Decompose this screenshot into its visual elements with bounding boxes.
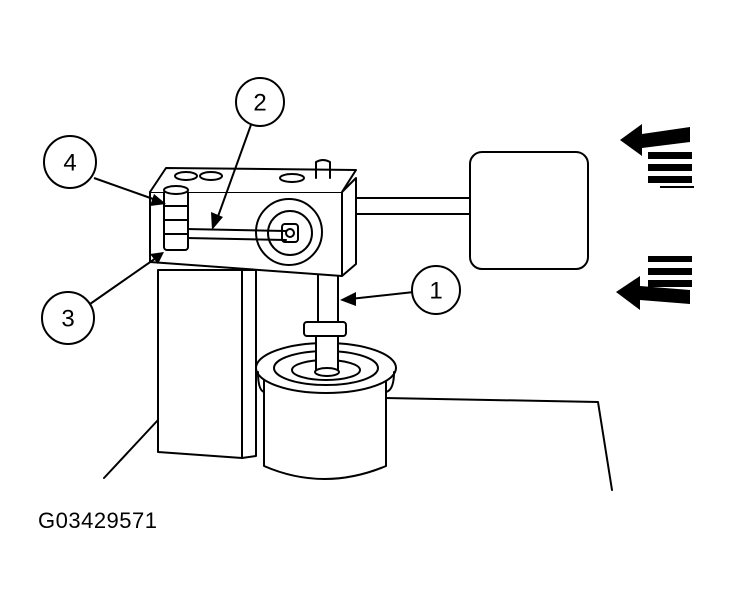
housing-top-post [315, 159, 331, 179]
support-column [157, 269, 257, 459]
leader-line-4 [93, 177, 157, 201]
leader-line-2 [215, 121, 253, 223]
callout-4-label: 4 [63, 150, 76, 177]
callout-1-label: 1 [429, 278, 442, 305]
handle-shaft [355, 197, 471, 215]
weight-block [469, 151, 589, 270]
callout-2-balloon [235, 77, 285, 127]
callout-3-label: 3 [61, 306, 74, 333]
leader-line-3 [89, 257, 157, 305]
callout-2-label: 2 [253, 90, 266, 117]
leader-line-1 [349, 291, 415, 300]
callout-3-balloon [41, 291, 95, 345]
rotor-disk [255, 198, 323, 266]
pin-stack [163, 185, 189, 251]
callout-4-balloon [43, 135, 97, 189]
figure-id: G03429571 [38, 508, 158, 533]
leader-arrowhead-1-icon [340, 292, 356, 306]
bench-line-left [103, 419, 159, 479]
leader-arrowhead-2-icon [211, 212, 223, 230]
leader-arrowhead-3-icon [150, 252, 164, 264]
bench-line-right [384, 397, 613, 491]
rotation-arrow-bottom-icon [616, 256, 692, 310]
rotation-arrow-top-icon [620, 124, 694, 188]
callout-1-balloon [411, 265, 461, 315]
connecting-rod [185, 228, 287, 241]
leader-arrowhead-4-icon [150, 194, 166, 206]
